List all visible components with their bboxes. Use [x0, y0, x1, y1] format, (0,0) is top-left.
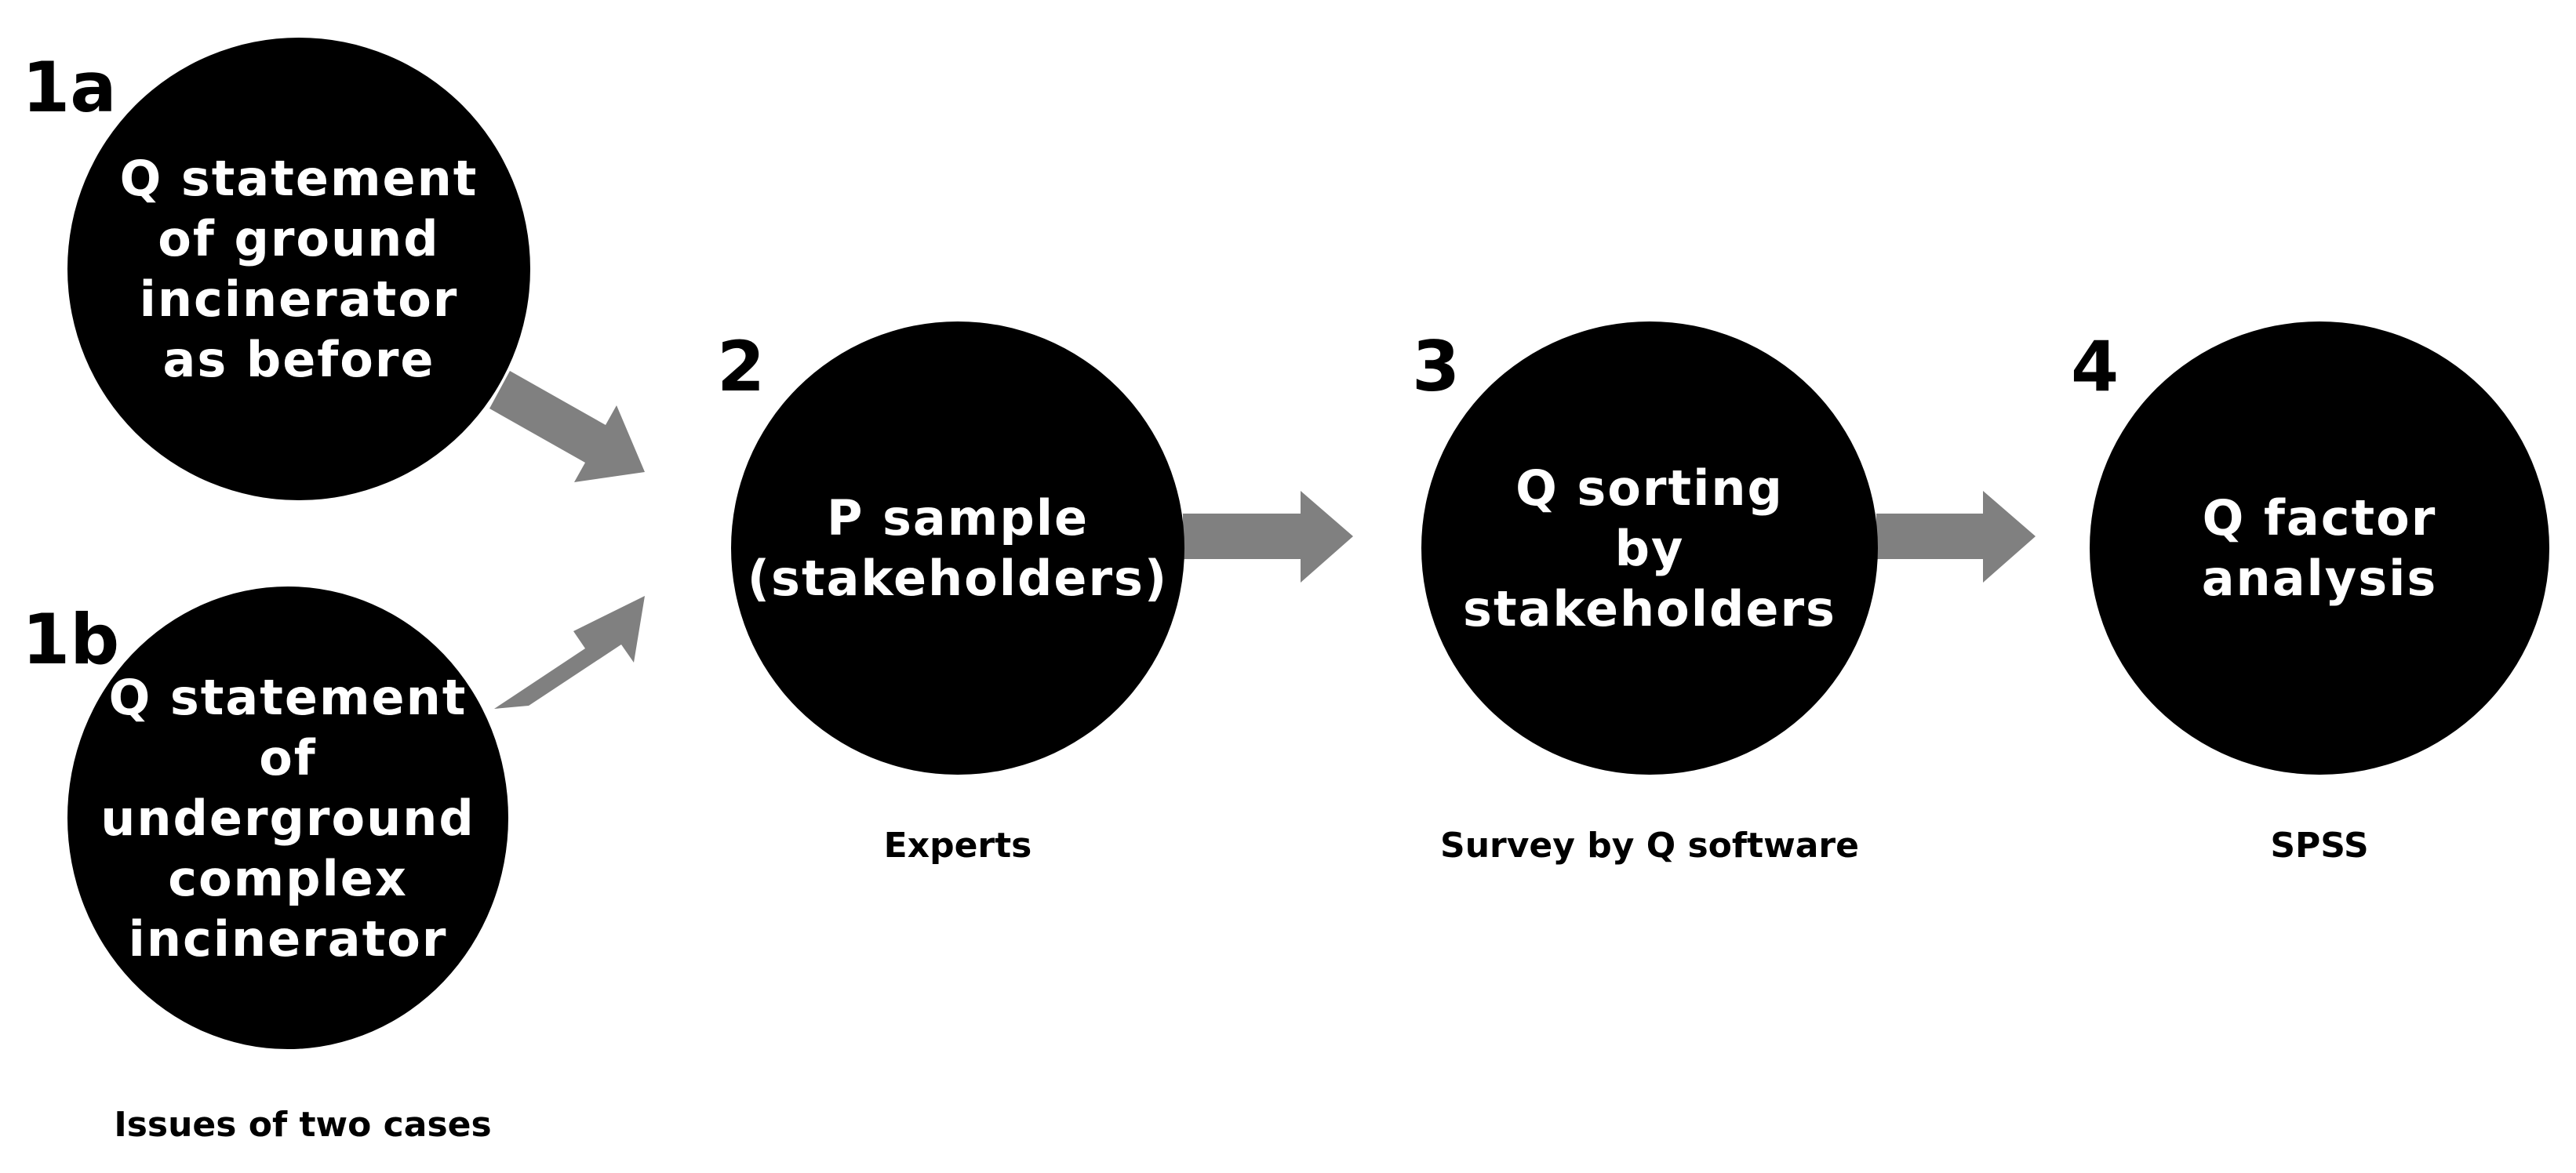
- arrow-2-to-3: [1183, 491, 1353, 583]
- step-circle-1a: Q statement of ground incinerator as bef…: [67, 38, 530, 500]
- step-circle-1b: Q statement of underground complex incin…: [67, 586, 508, 1049]
- arrow-1a-to-2: [489, 371, 645, 482]
- arrow-1b-to-2: [494, 596, 645, 709]
- arrow-3-to-4: [1876, 491, 2036, 583]
- step-text-1a: Q statement of ground incinerator as bef…: [119, 150, 478, 388]
- step-circle-2: P sample (stakeholders): [731, 321, 1184, 775]
- step-text-3: Q sorting by stakeholders: [1463, 459, 1836, 637]
- step-number-1b: 1b: [22, 599, 120, 680]
- caption-experts: Experts: [883, 826, 1032, 866]
- caption-issues: Issues of two cases: [114, 1105, 492, 1145]
- step-text-2: P sample (stakeholders): [747, 489, 1169, 607]
- step-text-4: Q factor analysis: [2201, 489, 2438, 607]
- step-number-4: 4: [2071, 326, 2119, 407]
- caption-survey: Survey by Q software: [1440, 826, 1859, 866]
- step-circle-4: Q factor analysis: [2090, 321, 2549, 775]
- step-text-1b: Q statement of underground complex incin…: [100, 668, 475, 968]
- step-number-2: 2: [717, 326, 766, 407]
- step-number-3: 3: [1412, 326, 1461, 407]
- step-circle-3: Q sorting by stakeholders: [1421, 321, 1878, 775]
- caption-spss: SPSS: [2270, 826, 2369, 866]
- step-number-1a: 1a: [22, 47, 117, 128]
